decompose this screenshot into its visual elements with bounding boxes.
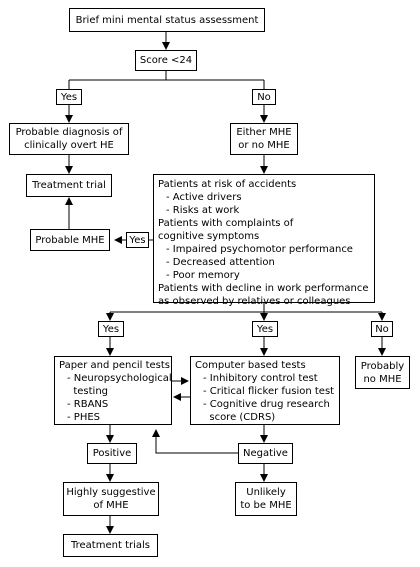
yes-top-box: Yes xyxy=(56,89,82,105)
highly-suggestive-line2: of MHE xyxy=(93,500,129,511)
risk-line-3: - Risks at work xyxy=(166,205,240,216)
probably-no-mhe-box: Probably no MHE xyxy=(355,356,410,389)
paper-tests-box: Paper and pencil tests - Neuropsychologi… xyxy=(54,356,172,425)
highly-suggestive-line1: Highly suggestive xyxy=(66,487,156,498)
probable-overt-box: Probable diagnosis of clinically overt H… xyxy=(9,123,129,155)
paper-line-3: testing xyxy=(67,386,109,397)
computer-line-1: Computer based tests xyxy=(195,360,306,371)
positive-label: Positive xyxy=(92,448,132,459)
risk-line-5: cognitive symptoms xyxy=(158,231,260,242)
unlikely-line1: Unlikely xyxy=(246,487,286,498)
yes-risk-label: Yes xyxy=(129,234,146,246)
unlikely-box: Unlikely to be MHE xyxy=(235,482,297,516)
risk-line-10: as observed by relatives or colleagues xyxy=(158,296,351,307)
risk-line-7: - Decreased attention xyxy=(166,257,275,268)
either-mhe-line1: Either MHE xyxy=(236,127,292,138)
probably-no-mhe-line1: Probably xyxy=(360,360,405,372)
no-right-box: No xyxy=(371,321,393,337)
paper-line-2: - Neuropsychological xyxy=(67,373,172,384)
unlikely-line2: to be MHE xyxy=(240,500,292,511)
assessment-box: Brief mini mental status assessment xyxy=(69,8,265,32)
treatment-trial-label: Treatment trial xyxy=(32,180,106,191)
probable-mhe-label: Probable MHE xyxy=(35,234,105,246)
probable-mhe-box: Probable MHE xyxy=(30,229,110,251)
yes-top-label: Yes xyxy=(60,91,78,103)
treatment-trials-label: Treatment trials xyxy=(71,540,150,551)
computer-line-5: score (CDRS) xyxy=(203,412,276,423)
risk-line-6: - Impaired psychomotor performance xyxy=(166,244,353,255)
risk-line-4: Patients with complaints of xyxy=(158,218,294,229)
computer-line-3: - Critical flicker fusion test xyxy=(203,386,335,397)
no-top-label: No xyxy=(257,91,271,103)
treatment-trials-box: Treatment trials xyxy=(63,534,158,557)
score-label: Score <24 xyxy=(139,55,193,66)
score-box: Score <24 xyxy=(135,50,197,71)
paper-line-1: Paper and pencil tests xyxy=(59,360,170,371)
computer-tests-box: Computer based tests - Inhibitory contro… xyxy=(190,356,340,425)
treatment-trial-box: Treatment trial xyxy=(26,174,112,197)
highly-suggestive-box: Highly suggestive of MHE xyxy=(63,482,159,516)
assessment-label: Brief mini mental status assessment xyxy=(75,14,259,26)
positive-box: Positive xyxy=(87,443,137,464)
risk-line-1: Patients at risk of accidents xyxy=(158,179,297,190)
no-top-box: No xyxy=(252,89,276,105)
paper-line-4: - RBANS xyxy=(67,399,109,410)
yes-mid-box: Yes xyxy=(252,321,278,337)
risk-line-2: - Active drivers xyxy=(166,192,242,203)
risk-line-8: - Poor memory xyxy=(166,270,240,281)
arrow-negative-paper xyxy=(152,429,238,454)
computer-line-2: - Inhibitory control test xyxy=(203,373,318,384)
computer-line-4: - Cognitive drug research xyxy=(203,399,330,410)
no-right-label: No xyxy=(375,323,389,335)
risk-criteria-box: Patients at risk of accidents - Active d… xyxy=(153,174,375,307)
yes-left-box: Yes xyxy=(98,321,124,337)
either-mhe-box: Either MHE or no MHE xyxy=(230,123,298,155)
yes-mid-label: Yes xyxy=(256,323,274,335)
risk-line-9: Patients with decline in work performanc… xyxy=(158,283,369,294)
paper-line-5: - PHES xyxy=(67,412,101,423)
yes-left-label: Yes xyxy=(102,323,120,335)
probable-overt-line2: clinically overt HE xyxy=(24,140,114,151)
negative-label: Negative xyxy=(243,448,288,459)
probably-no-mhe-line2: no MHE xyxy=(363,373,402,385)
probable-overt-line1: Probable diagnosis of xyxy=(15,127,123,138)
yes-risk-box: Yes xyxy=(126,232,149,248)
either-mhe-line2: or no MHE xyxy=(238,140,290,151)
negative-box: Negative xyxy=(238,443,293,464)
